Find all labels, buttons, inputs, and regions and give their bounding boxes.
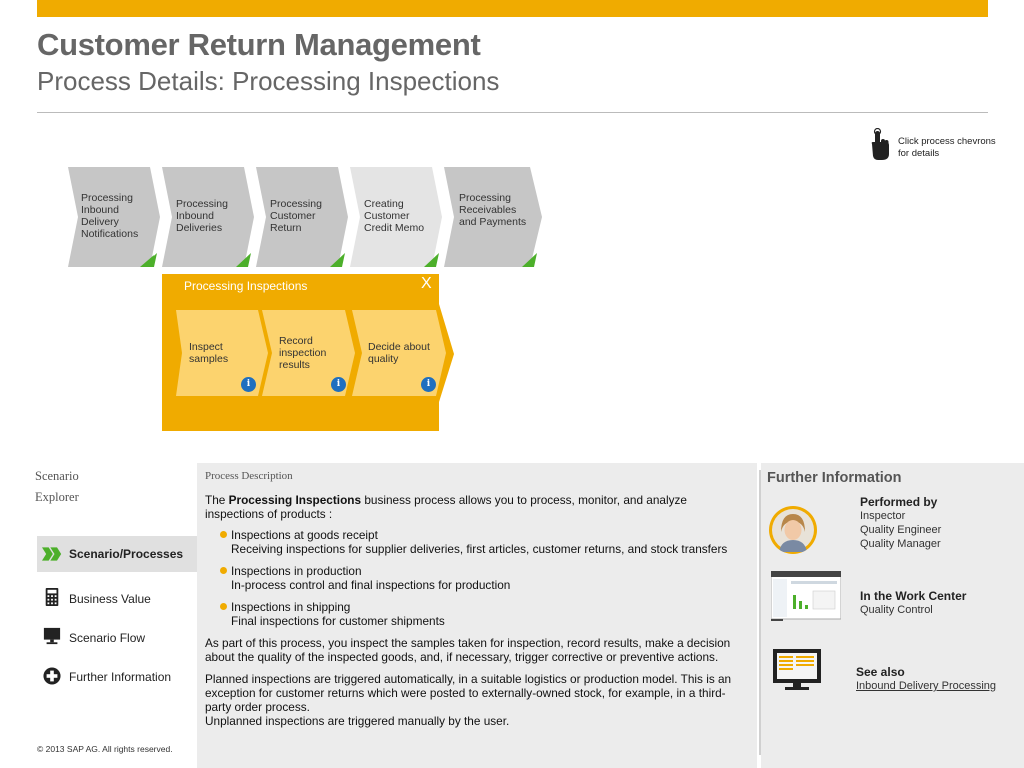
chevron-label: Creating Customer Credit Memo	[364, 198, 425, 234]
description-intro: The Processing Inspections business proc…	[205, 493, 745, 521]
hint-text: Click process chevrons for details	[898, 136, 996, 159]
page-title: Customer Return Management	[37, 27, 481, 62]
process-description-panel: Process Description The Processing Inspe…	[197, 463, 757, 768]
bullet-text: In-process control and final inspections…	[231, 578, 511, 592]
bullet-title: Inspections in shipping	[231, 600, 351, 614]
work-center-name: Quality Control	[860, 604, 933, 616]
work-center-heading: In the Work Center	[860, 589, 967, 603]
panel-divider	[759, 470, 761, 755]
click-hint: Click process chevrons for details	[868, 128, 1008, 164]
intro-text: The	[205, 493, 229, 507]
bullet-title: Inspections in production	[231, 564, 362, 578]
nav-label: Business Value	[69, 592, 151, 606]
close-button[interactable]: X	[421, 275, 432, 292]
nav-business-value[interactable]: Business Value	[37, 581, 197, 617]
scenario-explorer-title: Scenario Explorer	[35, 466, 79, 508]
subprocess-panel: Processing Inspections X Inspect samples…	[162, 274, 454, 431]
top-accent-bar	[37, 0, 988, 17]
intro-text: business process allows you to process, …	[205, 493, 687, 521]
bullet-text: Final inspections for customer shipments	[231, 614, 445, 628]
work-center-screenshot-icon	[771, 571, 841, 621]
bullet-item: Inspections in production In-process con…	[205, 564, 745, 592]
work-center-block: In the Work Center Quality Control	[860, 589, 966, 617]
info-icon[interactable]: i	[241, 377, 256, 392]
nav-scenario-processes[interactable]: Scenario/Processes	[37, 536, 197, 572]
info-icon[interactable]: i	[331, 377, 346, 392]
intro-bold: Processing Inspections	[228, 493, 362, 507]
nav-further-information[interactable]: Further Information	[37, 659, 197, 695]
nav-label: Scenario Flow	[69, 631, 146, 645]
step-label: Decide about quality	[368, 341, 430, 365]
nav-label: Further Information	[69, 670, 172, 684]
monitor-icon	[43, 627, 61, 645]
copyright: © 2013 SAP AG. All rights reserved.	[37, 744, 173, 754]
avatar	[769, 506, 817, 554]
nav-scenario-flow[interactable]: Scenario Flow	[37, 620, 197, 656]
page-subtitle: Process Details: Processing Inspections	[37, 66, 500, 96]
performed-by-block: Performed by Inspector Quality Engineer …	[860, 495, 941, 551]
calculator-icon	[45, 588, 59, 606]
bullet-title: Inspections at goods receipt	[231, 528, 378, 542]
description-paragraph: As part of this process, you inspect the…	[205, 636, 731, 664]
description-body: The Processing Inspections business proc…	[205, 493, 745, 736]
explorer-title-line: Explorer	[35, 490, 79, 504]
pointer-hand-icon	[871, 128, 889, 160]
description-heading: Process Description	[205, 470, 293, 482]
description-paragraph: Planned inspections are triggered automa…	[205, 672, 732, 714]
description-paragraph: Unplanned inspections are triggered manu…	[205, 714, 510, 728]
chevrons-icon	[42, 547, 62, 561]
nav-label: Scenario/Processes	[69, 547, 184, 561]
step-label: Record inspection results	[279, 335, 327, 371]
info-icon[interactable]: i	[421, 377, 436, 392]
see-also-heading: See also	[856, 665, 905, 679]
performed-by-heading: Performed by	[860, 495, 938, 509]
step-label: Inspect samples	[189, 341, 229, 365]
chevron-label: Processing Customer Return	[270, 198, 322, 234]
see-also-block: See also Inbound Delivery Processing	[856, 665, 996, 693]
further-information-panel: Further Information Performed by Inspect…	[761, 463, 1024, 768]
subprocess-title: Processing Inspections	[184, 279, 308, 293]
see-also-link[interactable]: Inbound Delivery Processing	[856, 680, 997, 692]
role-item: Quality Manager	[860, 538, 941, 550]
role-item: Quality Engineer	[860, 524, 942, 536]
see-also-monitor-icon	[773, 649, 821, 690]
title-divider	[37, 112, 988, 113]
further-title: Further Information	[767, 470, 902, 486]
role-item: Inspector	[860, 510, 906, 522]
chevron-label: Processing Inbound Deliveries	[176, 198, 228, 234]
person-photo-icon	[772, 509, 814, 552]
explorer-title-line: Scenario	[35, 469, 79, 483]
plus-circle-icon	[43, 667, 61, 685]
bullet-text: Receiving inspections for supplier deliv…	[231, 542, 728, 556]
chevron-label: Processing Receivables and Payments	[459, 192, 527, 228]
bullet-item: Inspections at goods receipt Receiving i…	[205, 528, 745, 556]
bullet-item: Inspections in shipping Final inspection…	[205, 600, 745, 628]
chevron-label: Processing Inbound Delivery Notification…	[81, 192, 139, 240]
